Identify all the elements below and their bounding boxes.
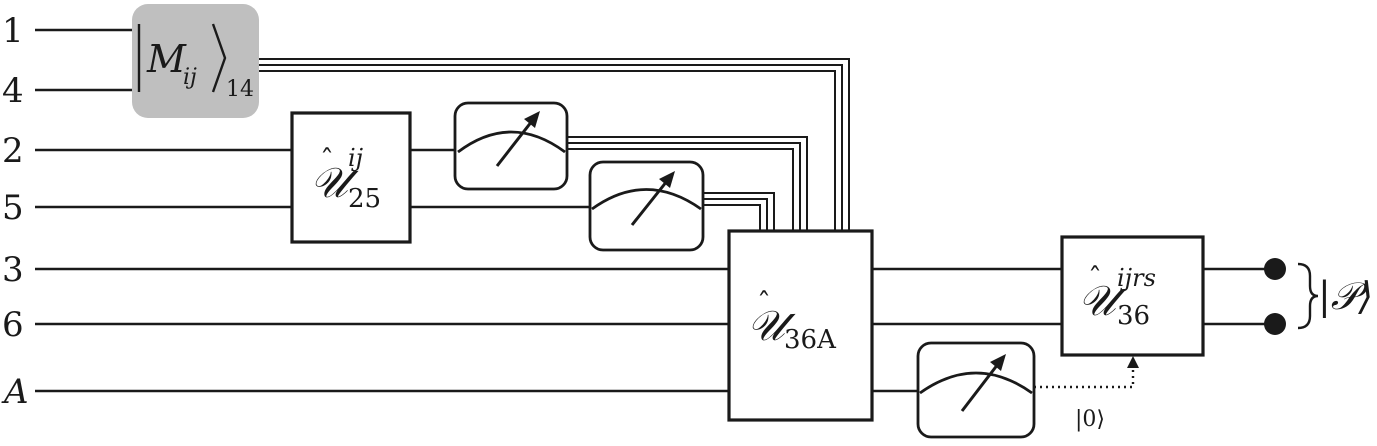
gate-u36a-box [727, 229, 874, 422]
gate-u25-superscript: ij [348, 144, 364, 172]
gate-u25-hat: ˆ [320, 144, 334, 177]
gate-u25: 𝒰 ˆ ij 25 [290, 111, 412, 244]
output-dot-icon [1264, 258, 1286, 280]
state-gate-symbol: M [146, 37, 187, 81]
gate-u25-subscript: 25 [348, 184, 381, 214]
classical-wire-m2-c [567, 148, 794, 231]
qubit-label-5: 5 [2, 188, 24, 228]
qubit-labels: 1 4 2 5 3 6 A [1, 11, 29, 412]
qubit-label-6: 6 [2, 305, 24, 345]
classical-wire-m14-c [259, 70, 836, 231]
qubit-label-3: 3 [2, 250, 24, 290]
feedforward-arrowhead [1127, 356, 1139, 368]
meter-arrowhead-wire2 [524, 111, 540, 128]
ket-zero-label: |0⟩ [1075, 407, 1105, 432]
gate-u36a: 𝒰 ˆ 36A [727, 229, 874, 422]
meter-icon [453, 101, 569, 191]
gate-u36-box [1060, 235, 1205, 357]
outputs: |𝒫⟩ [1264, 258, 1373, 335]
output-state-label: |𝒫⟩ [1318, 274, 1373, 318]
meter-needle-wire5 [630, 180, 669, 226]
state-gate-outer-subscript: 14 [226, 77, 254, 102]
classical-wire-m5-c [703, 204, 761, 231]
feedforward-line: |0⟩ [1034, 356, 1139, 432]
meter-icon [916, 341, 1036, 439]
gate-u36-hat: ˆ [1088, 262, 1102, 295]
classical-wire-m2-b [567, 142, 801, 231]
meter-arc-wireA [919, 371, 1033, 395]
gate-u36-subscript: 36 [1117, 301, 1150, 331]
qubit-label-1: 1 [2, 11, 24, 51]
meter-box-wireA [916, 341, 1036, 439]
gate-u36: 𝒰 ˆ ijrs 36 [1060, 235, 1205, 357]
qubit-label-4: 4 [2, 71, 24, 111]
classical-wires [259, 58, 850, 231]
classical-wire-m2-a [567, 136, 808, 231]
gate-u36a-subscript: 36A [784, 325, 837, 355]
brace-icon [1297, 262, 1319, 330]
meter-icon [588, 160, 705, 252]
qubit-label-2: 2 [2, 131, 24, 171]
state-gate-m14: M ij 14 [132, 4, 259, 118]
output-dot-icon [1264, 313, 1286, 335]
meter-arc-wire5 [591, 188, 702, 211]
classical-wire-m14-a [259, 58, 850, 231]
feedforward-dotted-path [1034, 366, 1135, 389]
classical-wire-m5-a [703, 192, 775, 231]
meter-arrowhead-wire5 [659, 171, 675, 188]
meter-arrowhead-wireA [990, 354, 1006, 371]
qubit-label-A: A [1, 372, 29, 412]
classical-wire-m5-b [703, 198, 768, 231]
meter-arc-wire2 [457, 130, 566, 154]
quantum-wires [35, 28, 1275, 393]
classical-wire-m14-b [259, 64, 843, 231]
state-gate-inner-subscript: ij [183, 65, 197, 90]
gate-u36a-hat: ˆ [757, 287, 771, 320]
ket-right-angle [211, 23, 227, 93]
state-gate-box [132, 4, 259, 118]
meter-needle-wireA [960, 363, 1000, 412]
meter-needle-wire2 [495, 120, 534, 167]
gate-u36-superscript: ijrs [1117, 264, 1156, 292]
gate-u25-box [290, 111, 412, 244]
